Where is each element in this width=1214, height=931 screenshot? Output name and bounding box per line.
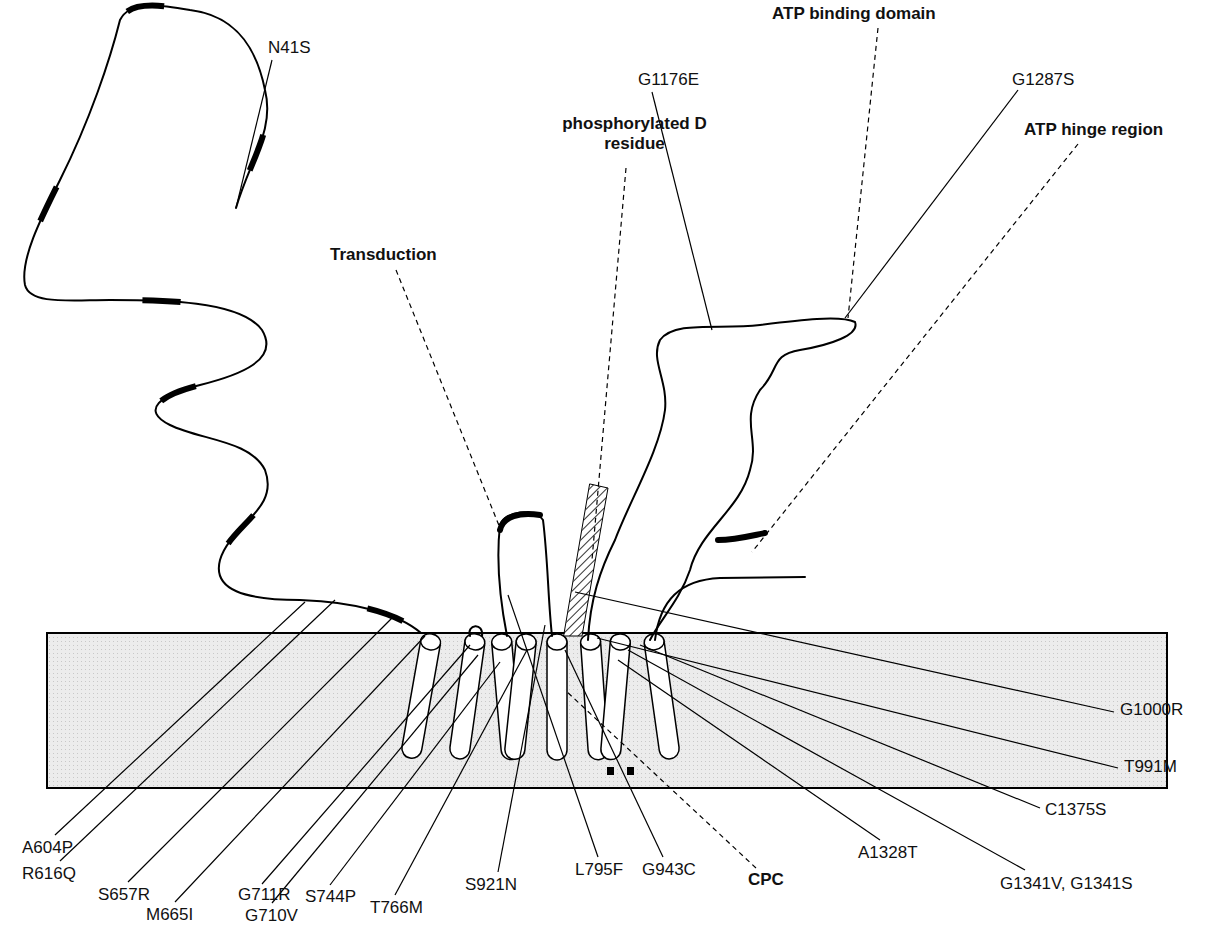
- region-label: CPC: [748, 870, 784, 890]
- membrane: [47, 633, 1167, 788]
- dashed-leader: [592, 168, 626, 560]
- leader-line: [262, 645, 470, 884]
- helix: [504, 633, 537, 760]
- helix: [600, 633, 631, 760]
- leader-line: [128, 615, 395, 882]
- region-label: Transduction: [330, 245, 437, 265]
- protein-chain: [469, 626, 482, 636]
- helix: [547, 634, 567, 760]
- region-label: phosphorylated D residue: [552, 114, 717, 154]
- protein-chain: [498, 512, 552, 636]
- leader-line: [618, 660, 880, 840]
- protein-chain: [655, 577, 805, 640]
- protein-chain: [628, 768, 633, 774]
- leader-line: [330, 662, 500, 885]
- mutation-label: N41S: [268, 38, 311, 58]
- helix: [580, 633, 601, 650]
- mutation-label: G1000R: [1120, 700, 1183, 720]
- helix: [643, 633, 680, 761]
- mutation-label: G943C: [642, 860, 696, 880]
- leader-line: [60, 600, 335, 861]
- protein-chain: [24, 6, 855, 774]
- mutation-label: G1176E: [638, 70, 699, 90]
- leader-line: [395, 650, 527, 895]
- dashed-leader: [396, 270, 500, 528]
- helix: [504, 633, 537, 760]
- dashed-leader: [565, 690, 756, 868]
- helix: [449, 633, 486, 761]
- helix: [419, 632, 441, 651]
- leader-line: [565, 650, 663, 857]
- mutation-label: T766M: [370, 898, 423, 918]
- protein-chain: [24, 6, 421, 633]
- helix: [491, 633, 512, 651]
- mutation-label: S657R: [98, 885, 150, 905]
- membrane: [47, 633, 1167, 788]
- region-label: ATP binding domain: [772, 4, 936, 24]
- mutation-label: G1287S: [1012, 70, 1074, 90]
- mutation-label: A1328T: [858, 843, 918, 863]
- helix: [600, 633, 631, 760]
- protein-chain: [718, 533, 765, 540]
- mutation-label: A604P: [22, 838, 73, 858]
- mutation-label: S921N: [465, 875, 517, 895]
- leader-line: [272, 655, 478, 903]
- protein-chain: [588, 319, 856, 640]
- leader-line: [597, 638, 1118, 768]
- protein-chain: [24, 6, 421, 633]
- dashed-leader: [848, 28, 878, 318]
- dashed-leader: [396, 28, 1078, 868]
- dashed-leader: [752, 144, 1078, 552]
- mutation-label: T991M: [1124, 757, 1177, 777]
- protein-chain: [500, 514, 540, 530]
- helix: [643, 633, 680, 761]
- mutation-label: S744P: [305, 887, 356, 907]
- leader-line: [236, 60, 272, 208]
- mutation-label: G711R: [238, 885, 291, 905]
- leader-line: [55, 602, 305, 835]
- leader-line: [640, 645, 1040, 808]
- leader-line: [498, 625, 545, 872]
- leader-line: [175, 636, 425, 902]
- mutation-label: G710V: [245, 906, 298, 926]
- mutation-label: G1341V, G1341S: [1000, 874, 1133, 894]
- region-label: ATP hinge region: [1024, 120, 1163, 140]
- mutation-label: M665I: [146, 905, 193, 925]
- mutation-label: C1375S: [1045, 800, 1106, 820]
- helix: [643, 633, 665, 652]
- mutation-label: R616Q: [22, 864, 76, 884]
- protein-chain: [608, 768, 613, 774]
- leader-line: [628, 650, 1025, 870]
- helix: [547, 634, 567, 760]
- helix: [449, 633, 486, 761]
- leader-line: [55, 60, 1118, 903]
- leader-line: [845, 90, 1018, 318]
- leader-line: [508, 595, 598, 857]
- mutation-label: L795F: [575, 860, 623, 880]
- protein-chain: [564, 484, 608, 636]
